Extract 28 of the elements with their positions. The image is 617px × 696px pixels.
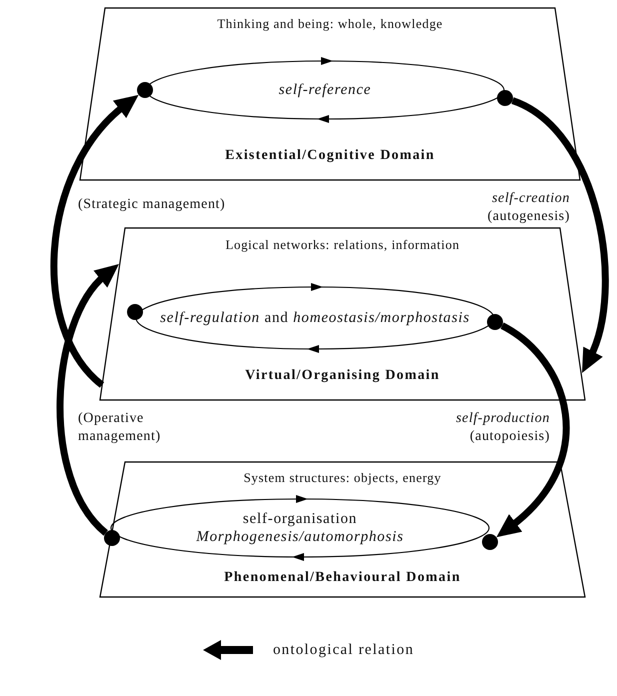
domain-heading: System structures: objects, energy — [242, 470, 442, 486]
cycle-ellipse — [110, 498, 490, 558]
edge-label: (Operative management) — [78, 410, 162, 446]
domain-title: Phenomenal/Behavioural Domain — [223, 570, 462, 586]
domain-title: Virtual/Organising Domain — [244, 368, 441, 384]
edge-label: (Strategic management) — [78, 196, 226, 214]
domain-title: Existential/Cognitive Domain — [224, 148, 436, 164]
dot-marker — [137, 82, 153, 98]
cycle-label: Morphogenesis/automorphosis — [196, 528, 404, 546]
cycle-label: self-organisation — [242, 510, 358, 528]
arrow — [56, 262, 118, 536]
legend-text: ontological relation — [272, 642, 414, 658]
domain-panel — [100, 228, 585, 400]
domain-panel — [80, 8, 580, 180]
dot-marker — [127, 304, 143, 320]
cycle-label: self-reference — [278, 81, 372, 99]
arrow — [50, 94, 138, 388]
domain-panel — [100, 462, 585, 597]
domain-heading: Logical networks: relations, information — [224, 237, 461, 253]
dot-marker — [497, 90, 513, 106]
edge-label: self-creation (autogenesis) — [486, 190, 570, 226]
cycle-label: self-regulation and homeostasis/morphostasis — [160, 309, 470, 327]
cycle-ellipse — [135, 286, 495, 350]
domain-heading: Thinking and being: whole, knowledge — [216, 16, 444, 32]
dot-marker — [104, 530, 120, 546]
dot-marker — [487, 314, 503, 330]
dot-marker — [482, 534, 498, 550]
edge-label: self-production (autopoiesis) — [454, 410, 550, 446]
